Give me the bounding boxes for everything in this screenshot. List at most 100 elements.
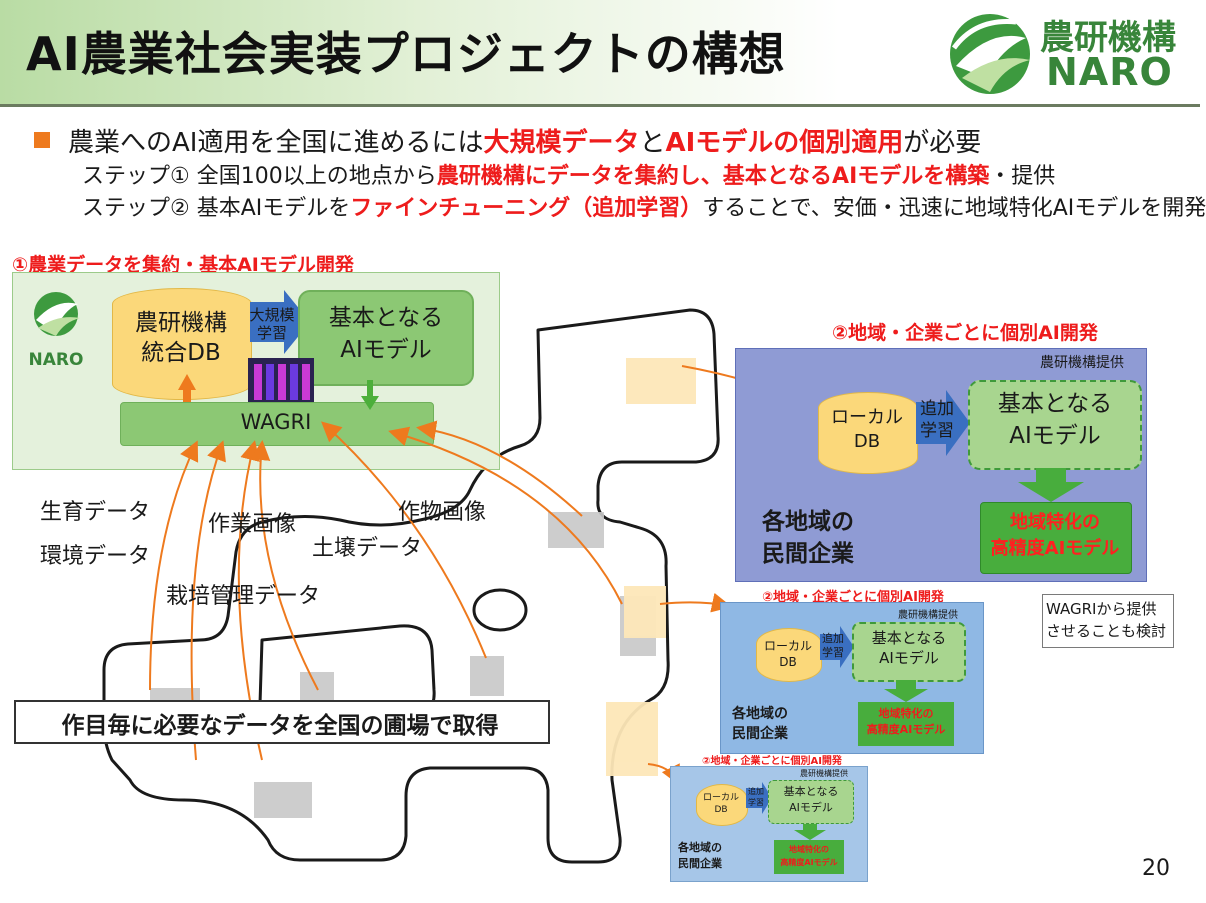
- wagri-note-text: WAGRIから提供させることも検討: [1046, 598, 1170, 642]
- local-ai-line: 地域特化の: [789, 845, 829, 854]
- company-line: 民間企業: [762, 541, 854, 567]
- local-ai-line: 高精度AIモデル: [990, 538, 1120, 559]
- step1-line: ステップ① 全国100以上の地点から農研機構にデータを集約し、基本となるAIモデ…: [82, 158, 1055, 190]
- local-ai-line: 高精度AIモデル: [866, 723, 946, 736]
- wagri-note-box: [1042, 594, 1174, 648]
- step-text: することで、安価・迅速に地域特化AIモデルを開発: [702, 196, 1206, 221]
- large-scale-learning-label: 大規模学習: [246, 306, 298, 342]
- additional-learning-label: 追加学習: [818, 632, 848, 660]
- intro-line: 農業へのAI適用を全国に進めるには大規模データとAIモデルの個別適用が必要: [68, 122, 981, 159]
- down-arrow-icon: [361, 396, 379, 410]
- step-highlight: 農研機構にデータを集約し、基本となるAIモデルを構築: [436, 164, 990, 189]
- local-ai-model-box: [858, 702, 954, 746]
- local-ai-model-box: [980, 502, 1132, 574]
- model-label-line: 基本となる: [783, 785, 839, 798]
- data-label-cultivation: 栽培管理データ: [166, 584, 321, 609]
- data-label-environment: 環境データ: [40, 544, 151, 569]
- note-line: WAGRIから提供: [1046, 600, 1157, 618]
- section2-copy-label: ②地域・企業ごとに個別AI開発: [702, 756, 842, 767]
- local-db-label: ローカル DB: [756, 638, 820, 670]
- local-ai-line: 地域特化の: [1010, 512, 1100, 533]
- naro-small-logo-icon: [34, 292, 80, 336]
- company-line: 各地域の: [678, 841, 722, 854]
- arrow-label-line: 大規模: [249, 306, 295, 324]
- local-ai-model-label: 地域特化の高精度AIモデル: [774, 843, 844, 869]
- provider-label: 農研機構提供: [898, 610, 958, 621]
- local-db-label: ローカル DB: [696, 792, 746, 816]
- arrow-label-line: 追加: [920, 399, 954, 419]
- right-arrow-icon: [916, 390, 970, 456]
- right-arrow-icon: [746, 782, 772, 814]
- model-label-line: 基本となる: [328, 305, 444, 331]
- step-highlight: ファインチューニング（追加学習）: [350, 196, 703, 221]
- company-line: 民間企業: [732, 726, 788, 742]
- page-number: 20: [1142, 856, 1170, 881]
- local-ai-line: 地域特化の: [878, 707, 934, 720]
- right-arrow-icon: [250, 290, 310, 354]
- arrow-label-line: 学習: [920, 421, 954, 441]
- provider-label: 農研機構提供: [800, 769, 848, 778]
- arrow-label-line: 追加: [748, 787, 764, 796]
- wagri-bar: [120, 402, 434, 446]
- section2-copy-label: ②地域・企業ごとに個別AI開発: [762, 590, 944, 605]
- arrow-label-line: 学習: [256, 324, 287, 342]
- local-db-line: DB: [779, 655, 797, 669]
- down-arrow-icon: [794, 824, 826, 840]
- base-ai-model-box-dashed: [852, 622, 966, 682]
- logo-en-text: NARO: [1046, 50, 1173, 94]
- wagri-label: WAGRI: [240, 410, 312, 434]
- local-ai-model-box: [774, 840, 844, 874]
- section2-copy-medium: ②地域・企業ごとに個別AI開発 農研機構提供 ローカル DB 追加学習 基本となる…: [720, 586, 984, 754]
- data-label-soil: 土壌データ: [312, 536, 423, 561]
- step-text: ステップ② 基本AIモデルを: [82, 196, 351, 221]
- caption-box: [14, 700, 550, 744]
- local-ai-model-label: 地域特化の高精度AIモデル: [980, 510, 1130, 562]
- integrated-db-cylinder: [112, 288, 252, 400]
- intro-text: 農業へのAI適用を全国に進めるには: [68, 128, 484, 158]
- up-arrow-shaft: [183, 386, 191, 402]
- intro-highlight: AIモデルの個別適用: [665, 128, 904, 158]
- caption-text: 作目毎に必要なデータを全国の圃場で取得: [61, 713, 499, 739]
- local-db-line: ローカル: [702, 793, 739, 803]
- naro-small-label: NARO: [28, 350, 84, 370]
- local-ai-model-label: 地域特化の高精度AIモデル: [858, 706, 954, 738]
- db-label-line: 統合DB: [141, 340, 221, 366]
- model-label-line: AIモデル: [789, 801, 833, 814]
- local-db-cylinder: [818, 392, 918, 474]
- additional-learning-label: 追加学習: [914, 398, 960, 442]
- company-label: 各地域の民間企業: [762, 506, 854, 570]
- base-ai-model-box-dashed: [768, 780, 854, 824]
- provider-label: 農研機構提供: [1040, 355, 1124, 371]
- integrated-db-label: 農研機構統合DB: [112, 308, 250, 368]
- model-label-line: 基本となる: [997, 391, 1113, 417]
- up-arrow-icon: [178, 374, 196, 390]
- title-divider: [0, 104, 1200, 107]
- data-label-crop-image: 作物画像: [398, 500, 487, 525]
- intro-text: と: [639, 128, 666, 158]
- arrow-label-line: 学習: [822, 646, 844, 659]
- right-arrow-icon: [820, 626, 854, 668]
- server-icon: [248, 358, 314, 406]
- section2-copy-small: ②地域・企業ごとに個別AI開発 農研機構提供 ローカル DB 追加学習 基本となる…: [670, 752, 868, 882]
- step2-line: ステップ② 基本AIモデルをファインチューニング（追加学習）することで、安価・迅…: [82, 190, 1206, 222]
- bullet-square-icon: [34, 132, 50, 148]
- local-ai-line: 高精度AIモデル: [780, 858, 838, 867]
- additional-learning-label: 追加学習: [744, 786, 768, 808]
- company-line: 各地域の: [732, 706, 788, 722]
- intro-highlight: 大規模データ: [483, 128, 640, 158]
- down-arrow-shaft: [367, 380, 373, 396]
- model-label-line: 基本となる: [871, 629, 947, 647]
- db-label-line: 農研機構: [135, 310, 227, 336]
- local-db-cylinder: [696, 784, 748, 826]
- note-line: させることも検討: [1046, 622, 1167, 640]
- base-ai-model-label: 基本となる AIモデル: [768, 784, 854, 816]
- local-db-line: ローカル: [763, 639, 812, 653]
- local-db-line: DB: [853, 431, 881, 452]
- local-db-line: DB: [714, 805, 728, 815]
- arrow-label-line: 学習: [748, 798, 764, 807]
- company-label: 各地域の民間企業: [732, 704, 788, 744]
